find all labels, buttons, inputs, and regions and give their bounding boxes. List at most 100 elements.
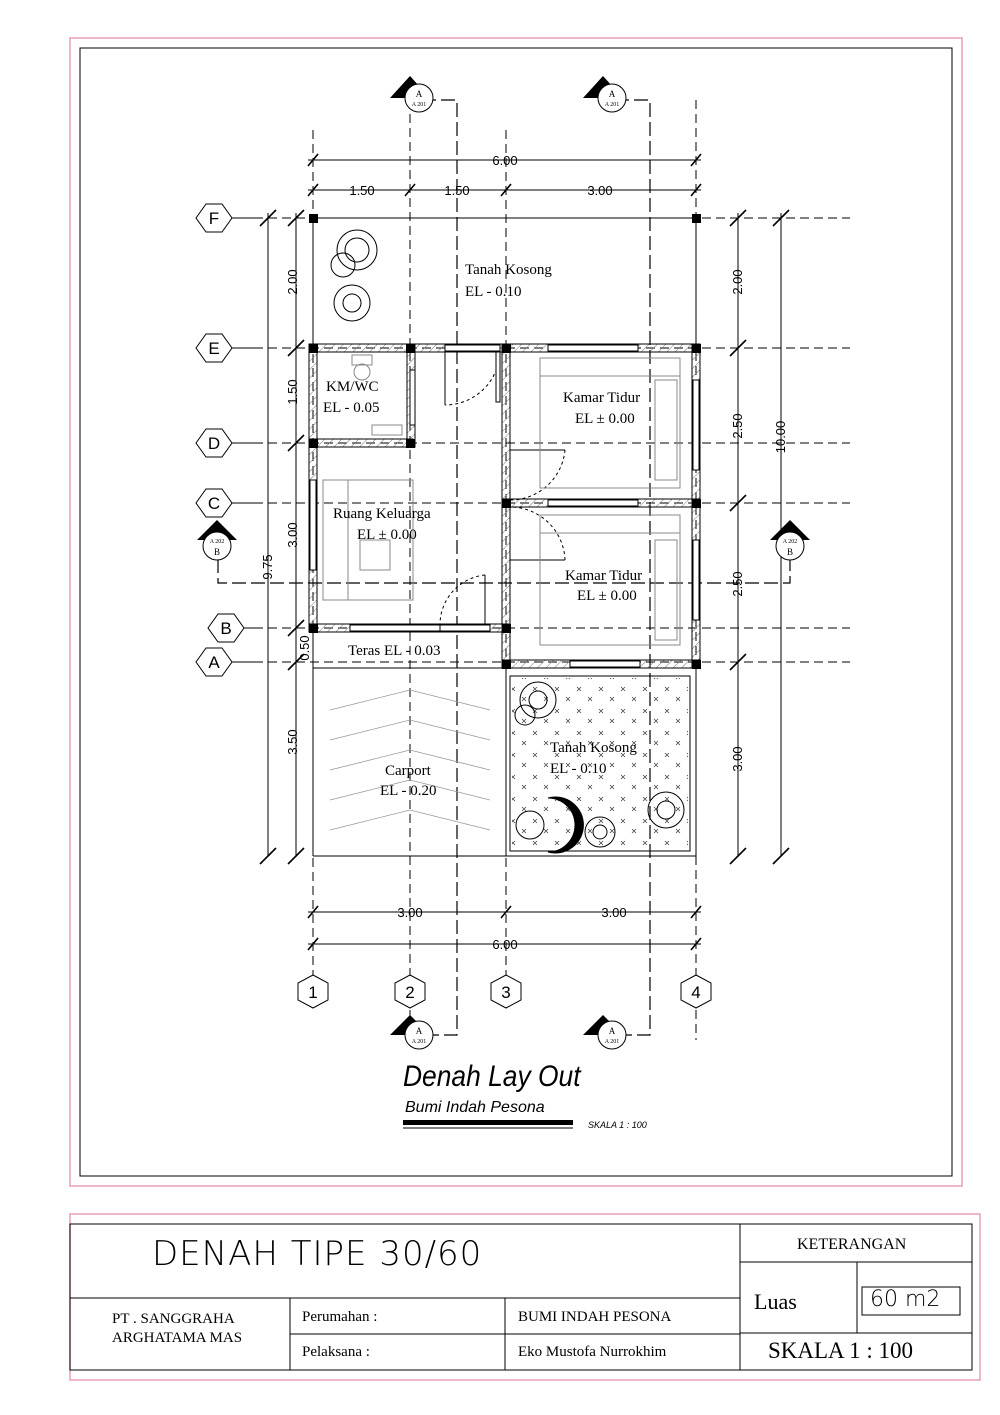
room-name-ruang-keluarga: Ruang Keluarga <box>333 506 431 522</box>
section-marker-b-left: A 202 B <box>197 520 237 561</box>
title-underline <box>403 1120 573 1125</box>
luas-label: Luas <box>754 1289 797 1314</box>
drawing-name: DENAH TIPE 30/60 <box>152 1234 483 1274</box>
dim-right-seg-3: 2.50 <box>730 571 745 596</box>
drawing-subtitle: Bumi Indah Pesona <box>405 1099 545 1116</box>
title-block-grid <box>69 1223 973 1371</box>
svg-text:A 201: A 201 <box>412 1039 427 1045</box>
carport-pattern <box>329 689 491 831</box>
dim-left-total: 9.75 <box>260 554 275 579</box>
dim-right-seg-1: 2.00 <box>730 269 745 294</box>
scale-note: SKALA 1 : 100 <box>588 1120 647 1130</box>
room-name-carport: Carport <box>385 763 432 779</box>
svg-text:A 202: A 202 <box>783 539 798 545</box>
plant-icons <box>330 229 685 854</box>
svg-text:A 201: A 201 <box>412 102 427 108</box>
grid-bubble-col-1: 1 <box>297 974 329 1009</box>
right-dimensions: 2.00 2.50 2.50 3.00 10.00 <box>730 269 788 771</box>
grid-bubble-col-4: 4 <box>680 974 712 1009</box>
room-elevation-kmwc: EL - 0.05 <box>323 400 380 416</box>
dim-right-seg-4: 3.00 <box>730 746 745 771</box>
svg-text:1: 1 <box>308 983 317 1002</box>
svg-text:A: A <box>416 89 423 99</box>
windows <box>309 344 700 668</box>
grid-bubble-row-c: C <box>195 488 260 518</box>
company-line-1: PT . SANGGRAHA <box>112 1311 235 1327</box>
svg-text:A 201: A 201 <box>605 1039 620 1045</box>
svg-text:3: 3 <box>501 983 510 1002</box>
dim-right-total: 10.00 <box>773 421 788 454</box>
svg-text:D: D <box>208 434 220 453</box>
dimension-lines <box>267 159 782 945</box>
svg-text:4: 4 <box>691 983 700 1002</box>
columns <box>309 214 701 669</box>
dim-bottom-seg-2: 3.00 <box>601 905 626 920</box>
room-name-teras: Teras EL - 0.03 <box>348 643 441 659</box>
dim-top-seg-3: 3.00 <box>587 183 612 198</box>
section-marker-a-bottom-left: A A 201 <box>390 1015 434 1050</box>
dim-top-seg-2: 1.50 <box>444 183 469 198</box>
dim-right-seg-2: 2.50 <box>730 413 745 438</box>
room-elevation-kamar-tidur-2: EL ± 0.00 <box>577 588 637 604</box>
grid-bubble-row-b: B <box>207 613 260 643</box>
svg-text:A: A <box>609 89 616 99</box>
svg-text:A 202: A 202 <box>210 539 225 545</box>
svg-text:A: A <box>208 653 220 672</box>
svg-text:B: B <box>214 547 220 557</box>
company-line-2: ARGHATAMA MAS <box>112 1330 243 1346</box>
dim-left-seg-2: 1.50 <box>285 379 300 404</box>
perumahan-label: Perumahan : <box>302 1309 378 1325</box>
room-elevation-carport: EL - 0.20 <box>380 783 437 799</box>
room-name-kamar-tidur-1: Kamar Tidur <box>563 390 640 406</box>
grid-bubble-row-d: D <box>195 428 260 458</box>
grid-bubble-row-a: A <box>195 647 260 677</box>
room-elevation-tanah-kosong-bottom: EL - 0.10 <box>550 761 607 777</box>
grid-bubble-row-e: E <box>195 333 260 363</box>
skala-value: SKALA 1 : 100 <box>768 1338 914 1363</box>
drawing-title-block: Denah Lay Out Bumi Indah Pesona SKALA 1 … <box>403 1058 647 1130</box>
section-marker-a-top-right: A A 201 <box>583 76 627 113</box>
drawing-title: Denah Lay Out <box>403 1058 582 1092</box>
grid-lines <box>240 100 850 1040</box>
dim-left-seg-1: 2.00 <box>285 269 300 294</box>
room-name-tanah-kosong-bottom: Tanah Kosong <box>550 740 637 756</box>
pelaksana-value: Eko Mustofa Nurrokhim <box>518 1344 667 1360</box>
section-marker-a-top-left: A A 201 <box>390 76 434 113</box>
doors <box>409 344 566 632</box>
svg-text:B: B <box>787 547 793 557</box>
section-markers: A A 201 A A 201 A A 201 A A 201 A 202 B <box>197 76 810 1050</box>
room-elevation-kamar-tidur-1: EL ± 0.00 <box>575 411 635 427</box>
grid-bubble-col-2: 2 <box>394 974 426 1009</box>
dim-left-seg-5: 3.50 <box>285 729 300 754</box>
row-grid-bubbles: F E D C B A <box>195 203 260 677</box>
grid-bubble-col-3: 3 <box>490 974 522 1009</box>
pelaksana-label: Pelaksana : <box>302 1344 370 1360</box>
left-dimensions: 2.00 1.50 3.00 0.50 3.50 9.75 <box>260 269 312 754</box>
dim-top-seg-1: 1.50 <box>349 183 374 198</box>
svg-text:C: C <box>208 494 220 513</box>
room-name-kmwc: KM/WC <box>326 379 379 395</box>
drawing-frame <box>79 47 953 1177</box>
column-grid-bubbles: 1 2 3 4 <box>297 974 712 1009</box>
room-elevation-ruang-keluarga: EL ± 0.00 <box>357 527 417 543</box>
section-marker-b-right: A 202 B <box>770 520 810 561</box>
svg-text:A: A <box>416 1026 423 1036</box>
dim-left-seg-3: 3.00 <box>285 522 300 547</box>
dim-left-seg-4: 0.50 <box>297 635 312 660</box>
dim-bottom-seg-1: 3.00 <box>397 905 422 920</box>
svg-text:A 201: A 201 <box>605 102 620 108</box>
svg-text:A: A <box>609 1026 616 1036</box>
luas-value: 60 m2 <box>870 1287 941 1312</box>
grid-bubble-row-f: F <box>195 203 260 233</box>
dim-top-total: 6.00 <box>492 153 517 168</box>
svg-text:F: F <box>209 209 219 228</box>
section-marker-a-bottom-right: A A 201 <box>583 1015 627 1050</box>
bottom-dimensions: 3.00 3.00 6.00 <box>397 905 626 952</box>
svg-text:B: B <box>220 619 231 638</box>
keterangan-label: KETERANGAN <box>797 1236 907 1253</box>
room-labels: Tanah Kosong EL - 0.10 KM/WC EL - 0.05 K… <box>323 262 642 799</box>
sheet-border <box>69 37 963 1187</box>
perumahan-value: BUMI INDAH PESONA <box>518 1309 672 1325</box>
room-name-tanah-kosong-top: Tanah Kosong <box>465 262 552 278</box>
